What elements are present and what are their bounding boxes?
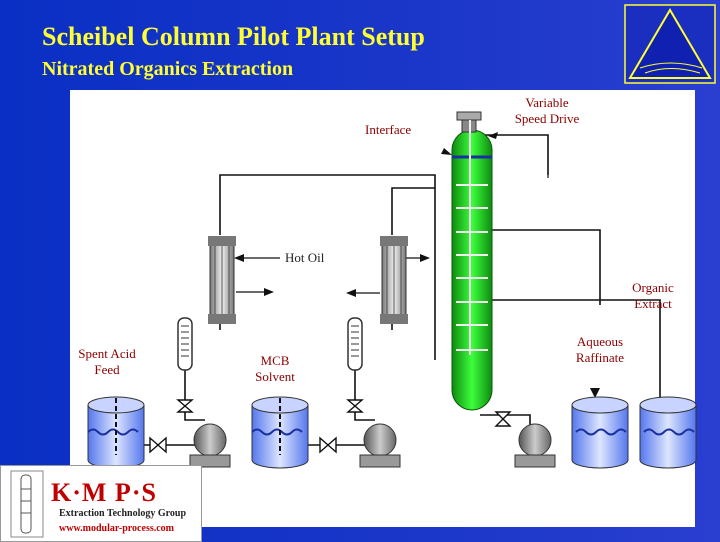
interface-label: Interface xyxy=(365,122,412,137)
mcb-line2: Solvent xyxy=(255,369,295,384)
organic-extract-line2: Extract xyxy=(634,296,672,311)
page-title: Scheibel Column Pilot Plant Setup xyxy=(42,22,425,51)
heat-exchanger-right xyxy=(380,236,408,324)
variable-speed-drive-label: Variable Speed Drive xyxy=(508,95,586,127)
spent-acid-line1: Spent Acid xyxy=(78,346,136,361)
variable-speed-drive-line1: Variable xyxy=(525,95,569,110)
aqueous-line2: Raffinate xyxy=(575,350,625,365)
aqueous-line1: Aqueous xyxy=(576,334,624,349)
mcb-line1: MCB xyxy=(260,353,290,368)
spent-acid-line2: Feed xyxy=(94,362,120,377)
logo-group: Extraction Technology Group xyxy=(59,508,187,519)
kmps-logo: K·M P·S Extraction Technology Group www.… xyxy=(0,465,202,542)
heat-exchanger-left xyxy=(208,236,236,324)
variable-speed-drive-line2: Speed Drive xyxy=(514,111,580,126)
logo-url[interactable]: www.modular-process.com xyxy=(59,523,174,534)
page-subtitle: Nitrated Organics Extraction xyxy=(42,58,294,80)
column-logo-icon xyxy=(10,470,44,538)
spent-acid-feed-label: Spent Acid Feed xyxy=(72,346,142,378)
organic-extract-line1: Organic xyxy=(632,280,674,295)
logo-brand: K·M P·S xyxy=(51,478,157,507)
hot-oil-label: Hot Oil xyxy=(285,250,325,265)
aqueous-raffinate-label: Aqueous Raffinate xyxy=(565,334,635,366)
mcb-solvent-label: MCB Solvent xyxy=(245,353,305,385)
organic-extract-label: Organic Extract xyxy=(622,280,684,312)
